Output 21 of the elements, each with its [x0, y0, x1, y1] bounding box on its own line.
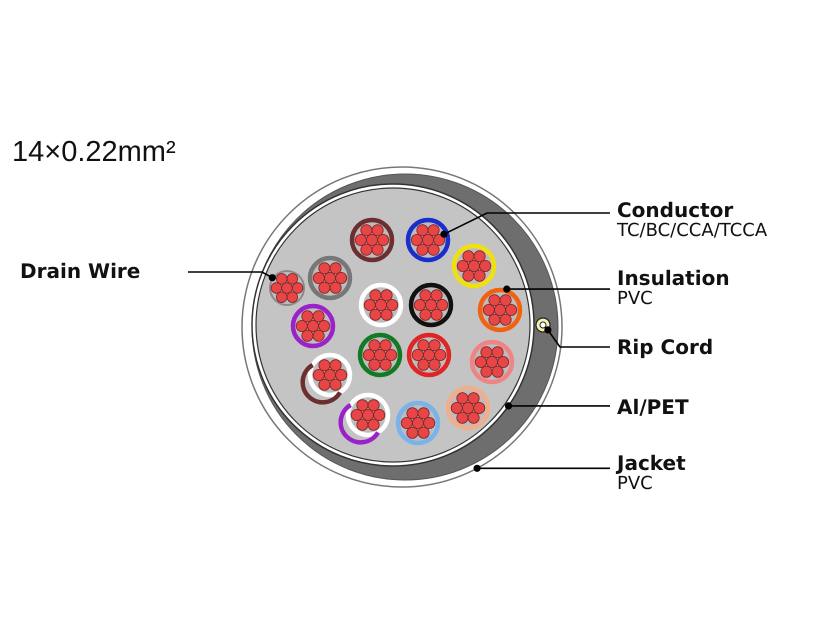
part-label: Jacket	[617, 452, 686, 474]
rip-cord-drawing	[535, 317, 551, 333]
leader-line	[504, 402, 610, 410]
drain-wire-drawing	[269, 270, 305, 306]
shielded-core-drawing	[251, 183, 535, 467]
cable-size-title: 14×0.22mm²	[12, 136, 176, 169]
cable-jacket-drawing	[241, 166, 563, 488]
material-label: PVC	[617, 289, 653, 309]
leader-line	[544, 326, 610, 348]
material-label: TC/BC/CCA/TCCA	[617, 221, 768, 241]
leader-line	[440, 212, 610, 238]
part-label: Al/PET	[617, 396, 689, 418]
leader-line	[503, 286, 610, 293]
part-label: Rip Cord	[617, 336, 714, 358]
leader-line	[188, 271, 276, 282]
material-label: PVC	[617, 474, 653, 494]
conductor-strands	[410, 224, 446, 256]
part-label: Drain Wire	[20, 260, 140, 282]
part-label: Insulation	[617, 267, 730, 289]
leader-line	[474, 464, 610, 472]
part-label: Conductor	[617, 199, 734, 221]
